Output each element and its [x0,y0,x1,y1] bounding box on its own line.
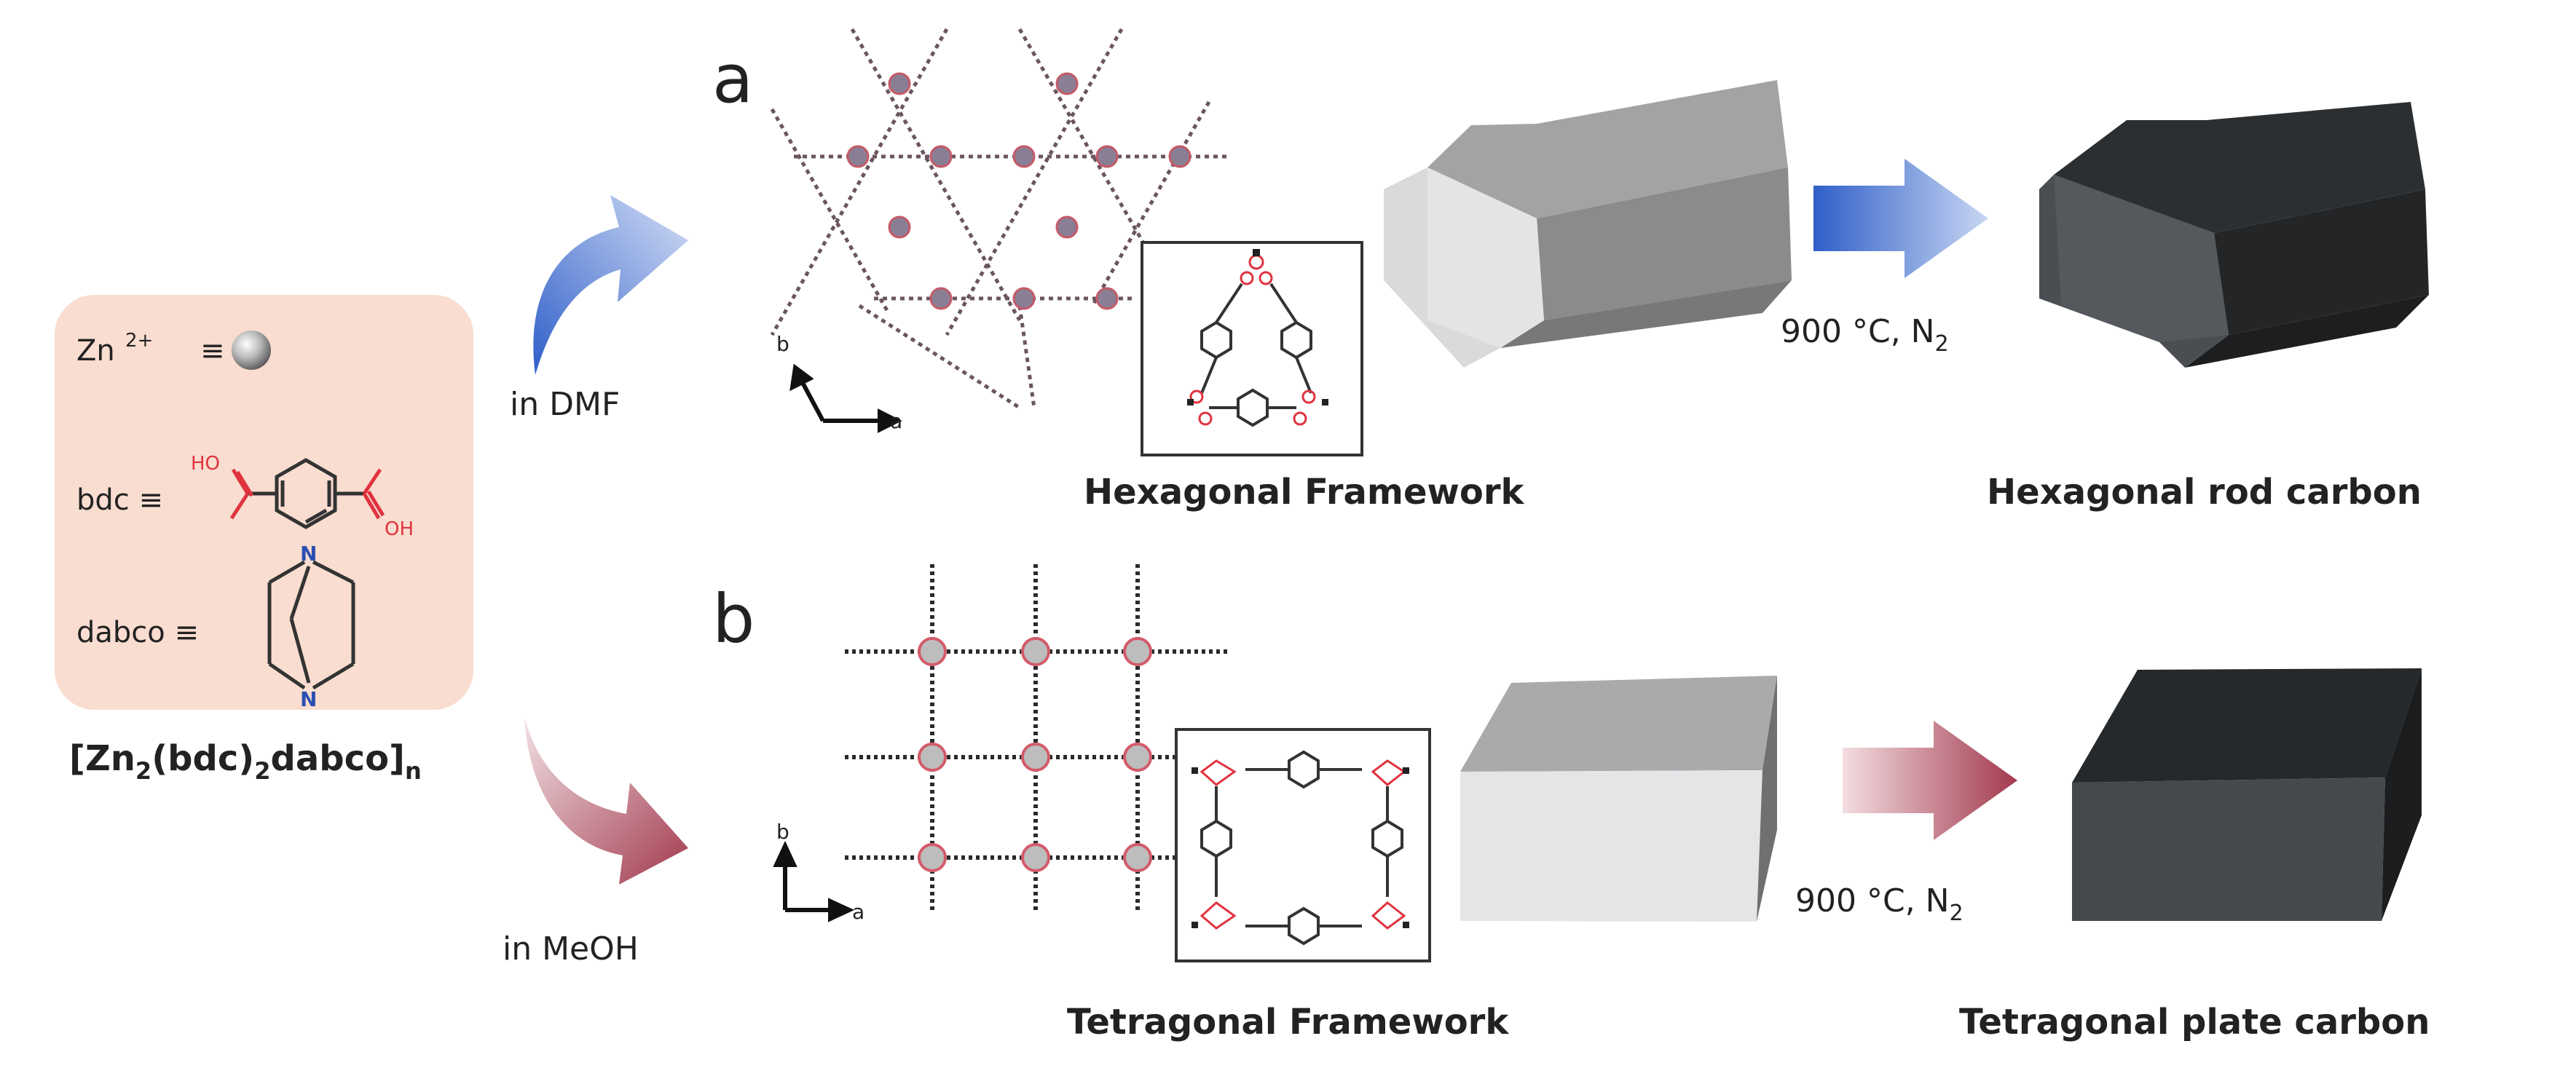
hex-node [1168,145,1192,168]
bdc-structure-icon [229,458,385,529]
panel-a-letter: a [712,40,753,118]
hex-node [1012,287,1036,310]
carbonization-arrow-b [1843,721,2017,840]
hex-axis-a: a [890,409,902,433]
hexagonal-pore-inset [1141,241,1363,456]
hex-framework-label: Hexagonal Framework [1084,472,1524,513]
dmf-curved-arrow [533,195,688,375]
condition-b: 900 °C, N2 [1795,882,1963,926]
hexagonal-framework-lattice [770,28,1231,410]
bdc-oh-label: OH [385,518,414,540]
hex-node [1095,145,1119,168]
tetragonal-crystal [1460,676,1777,922]
bdc-ho-label: HO [191,453,220,475]
zn-charge: 2+ [125,330,153,352]
dabco-label: dabco ≡ [76,616,199,649]
hexagonal-crystal [1384,80,1792,368]
zn-label: Zn [76,334,115,368]
hex-node [846,145,870,168]
tet-node [1123,843,1152,872]
tet-node [1123,637,1152,666]
meoh-curved-arrow [524,717,688,885]
dabco-structure-icon [267,560,355,690]
tetragonal-framework-lattice [845,564,1231,910]
building-blocks-panel: Zn 2+ ≡ bdc ≡ HO OH dabco ≡ [55,295,473,711]
hex-node [1012,145,1036,168]
bdc-label: bdc ≡ [76,483,163,517]
hex-node [929,145,953,168]
tetragonal-pore-inset [1175,728,1431,962]
hex-node [1055,72,1079,95]
panel-b-letter: b [712,580,755,658]
tet-axis-a: a [852,900,864,924]
meoh-solvent-label: in MeOH [503,930,639,968]
tet-framework-label: Tetragonal Framework [1067,1002,1509,1043]
legend-background [55,295,473,710]
hexagonal-rod-carbon [2039,102,2429,368]
hex-node [888,215,911,239]
hex-product-label: Hexagonal rod carbon [1987,472,2422,513]
dabco-n-top: N [300,542,317,566]
hex-node [1055,215,1079,239]
zn-equiv: ≡ [200,334,225,368]
carbonization-arrow-a [1813,159,1988,278]
hex-node [888,72,911,95]
tet-node [1021,743,1050,772]
tet-product-label: Tetragonal plate carbon [1959,1002,2430,1043]
hex-node [929,287,953,310]
tet-axis-b: b [776,820,789,844]
tet-node [918,743,947,772]
hex-axis-b: b [776,332,789,356]
condition-a: 900 °C, N2 [1781,313,1949,357]
tet-node [918,637,947,666]
dabco-n-bottom: N [300,687,317,711]
hex-axis-indicator [789,363,902,433]
tet-axis-indicator [773,840,855,922]
zn-sphere-icon [232,331,271,370]
tet-node [1021,843,1050,872]
tet-node [1123,743,1152,772]
dmf-solvent-label: in DMF [510,386,620,423]
tet-node [918,843,947,872]
tetragonal-plate-carbon [2072,668,2422,921]
hex-node [1095,287,1119,310]
tet-node [1021,637,1050,666]
mof-formula: [Zn2(bdc)2dabco]n [69,738,422,785]
